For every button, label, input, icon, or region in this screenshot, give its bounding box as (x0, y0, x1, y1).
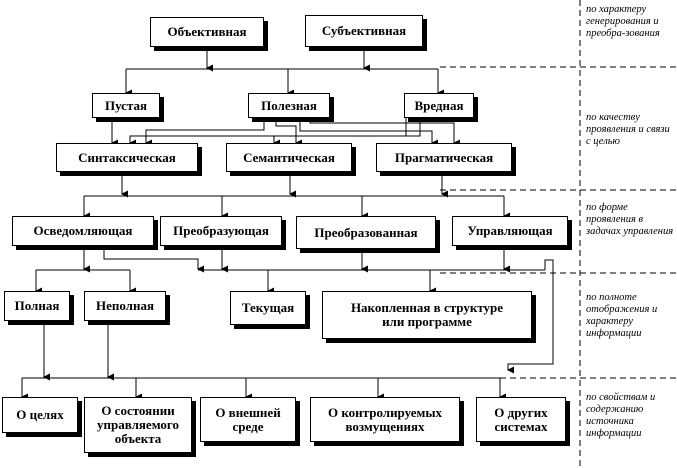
node-goals: О целях (2, 397, 78, 433)
node-semantic: Семантическая (226, 143, 352, 172)
node-full: Полная (4, 291, 70, 321)
node-syntactic: Синтаксическая (56, 143, 198, 172)
node-accumulated: Накопленная в структуре или программе (322, 291, 532, 339)
note-by-form: по форме проявления в задачах управления (586, 202, 674, 237)
node-objective: Объективная (150, 17, 264, 47)
node-subjective: Субъективная (305, 15, 423, 47)
node-empty: Пустая (92, 93, 160, 118)
node-disturbances: О контролируемых возмущениях (310, 397, 460, 442)
note-by-quality: по качеству проявления и связи с целью (586, 112, 670, 147)
node-transforming: Преобразующая (160, 216, 282, 246)
node-informing: Осведомляющая (12, 216, 154, 246)
node-pragmatic: Прагматическая (376, 143, 512, 172)
note-by-completeness: по полноте отображения и характеру инфор… (586, 292, 658, 339)
note-by-content: по свойствам и содержанию источника инфо… (586, 392, 656, 439)
node-external-env: О внешней среде (200, 397, 296, 442)
node-transformed: Преобразованная (296, 216, 436, 249)
node-other-systems: О других системах (476, 397, 566, 442)
node-controlling: Управляющая (452, 216, 568, 246)
note-by-generation: по характеру генерирования и преобра-зов… (586, 4, 660, 39)
node-current: Текущая (230, 291, 306, 325)
node-controlled-state: О состоянии управляемого объекта (84, 397, 192, 453)
node-incomplete: Неполная (84, 291, 166, 321)
node-useful: Полезная (248, 93, 330, 118)
node-harmful: Вредная (404, 93, 474, 118)
